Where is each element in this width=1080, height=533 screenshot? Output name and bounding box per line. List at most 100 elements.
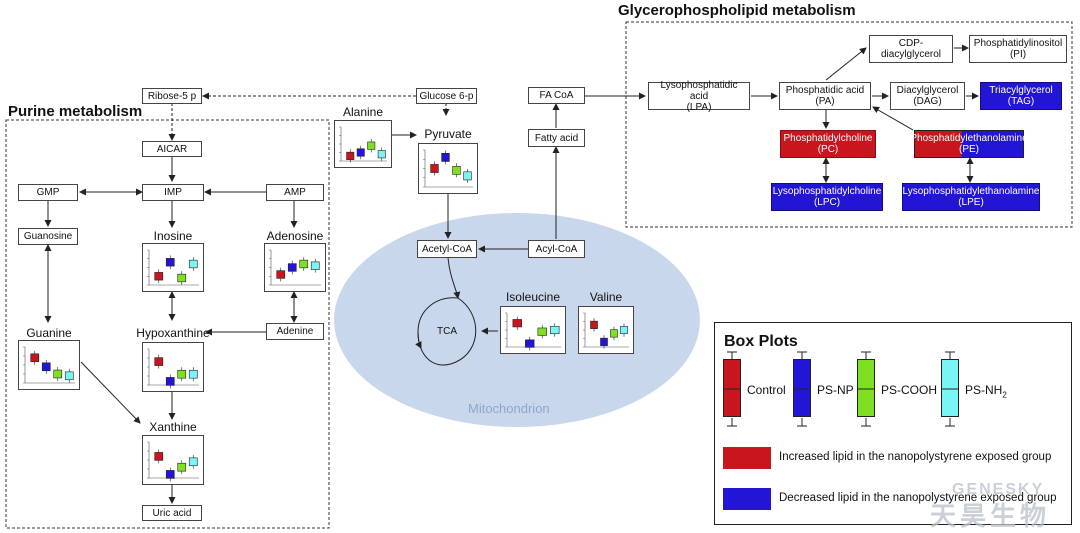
- legend-box-whiskers: [941, 351, 959, 427]
- boxplot-box: [177, 369, 187, 379]
- legend-label-ps-nh2: PS-NH2: [965, 383, 1007, 399]
- boxplot-box: [590, 320, 598, 329]
- legend-swatch-decreased: [723, 488, 771, 510]
- boxplot-box: [512, 319, 522, 328]
- boxplot-guanine: [18, 340, 80, 390]
- node-fatty-acid: Fatty acid: [528, 129, 585, 147]
- boxplot-box: [463, 171, 472, 181]
- boxplot-pyruvate: [418, 143, 478, 194]
- boxplot-box: [600, 337, 608, 346]
- label-adenosine: Adenosine: [266, 229, 324, 243]
- boxplot-svg: [505, 312, 561, 351]
- boxplot-box: [310, 261, 320, 270]
- boxplot-box: [610, 329, 618, 338]
- boxplot-box: [430, 164, 439, 173]
- node-tag: Triacylglycerol (TAG): [980, 82, 1062, 110]
- watermark-logo: GENESKY: [952, 481, 1045, 498]
- glycerophospholipid-region: [625, 21, 1073, 228]
- node-lpc: Lysophosphatidylcholine (LPC): [771, 183, 883, 211]
- boxplot-svg: [23, 346, 75, 384]
- boxplot-box: [41, 362, 51, 372]
- boxplot-svg: [423, 149, 473, 188]
- node-cdp-dag: CDP- diacylglycerol: [869, 35, 953, 63]
- legend-label-ps-np: PS-NP: [817, 383, 854, 397]
- boxplot-svg: [339, 126, 387, 163]
- label-xanthine: Xanthine: [149, 420, 197, 434]
- label-hypoxanthine: Hypoxanthine: [136, 326, 210, 340]
- legend-box-ps-np: [793, 351, 811, 427]
- purine-region: [5, 119, 330, 529]
- legend-panel: Box Plots Control PS-NP PS-COOH PS-NH2 I…: [714, 322, 1072, 525]
- boxplot-box: [188, 457, 198, 467]
- boxplot-box: [165, 470, 175, 479]
- legend-box-whiskers: [793, 351, 811, 427]
- boxplot-isoleucine: [500, 306, 566, 354]
- boxplot-svg: [269, 249, 321, 286]
- legend-box-control: [723, 351, 741, 427]
- boxplot-box: [537, 327, 547, 336]
- boxplot-box: [64, 371, 74, 381]
- boxplot-svg: [147, 441, 199, 482]
- boxplot-box: [177, 273, 187, 283]
- label-pyruvate: Pyruvate: [424, 127, 472, 141]
- node-uric-acid: Uric acid: [142, 505, 202, 521]
- legend-box-ps-nh2: [941, 351, 959, 427]
- node-aicar: AICAR: [142, 141, 202, 157]
- legend-title: Box Plots: [724, 333, 798, 350]
- legend-box-ps-cooh: [857, 351, 875, 427]
- boxplot-box: [367, 141, 376, 150]
- label-isoleucine: Isoleucine: [505, 290, 561, 304]
- node-glucose6p: Glucose 6-p: [416, 88, 477, 104]
- legend-label-ps-nh2-text: PS-NH: [965, 383, 1003, 397]
- legend-label-decreased: Decreased lipid in the nanopolystyrene e…: [779, 492, 1057, 504]
- boxplot-adenosine: [264, 243, 326, 292]
- glycerophospholipid-title: Glycerophospholipid metabolism: [618, 2, 856, 19]
- node-amp: AMP: [266, 184, 324, 201]
- boxplot-svg: [147, 348, 199, 389]
- node-pc: Phosphatidylcholine (PC): [780, 130, 876, 158]
- boxplot-box: [441, 153, 450, 162]
- boxplot-box: [154, 272, 164, 281]
- node-pe: Phosphatidylethanolamine (PE): [910, 130, 1028, 158]
- node-fa-coa: FA CoA: [528, 87, 585, 104]
- node-imp: IMP: [142, 184, 204, 201]
- label-guanine: Guanine: [26, 326, 72, 340]
- label-alanine: Alanine: [342, 105, 384, 119]
- boxplot-box: [299, 259, 309, 269]
- node-ribose5p: Ribose-5 p: [142, 88, 202, 104]
- boxplot-box: [276, 270, 286, 279]
- legend-swatch-increased: [723, 447, 771, 469]
- boxplot-inosine: [142, 243, 204, 292]
- legend-label-ps-nh2-sub: 2: [1002, 390, 1007, 400]
- boxplot-box: [188, 369, 198, 379]
- legend-label-increased: Increased lipid in the nanopolystyrene e…: [779, 451, 1052, 463]
- boxplot-alanine: [334, 120, 392, 168]
- boxplot-box: [188, 259, 198, 269]
- boxplot-valine: [578, 306, 634, 354]
- watermark-logo-cn: 天昊生物: [930, 501, 1051, 531]
- node-pi: Phosphatidylinositol (PI): [969, 35, 1067, 63]
- boxplot-box: [356, 148, 365, 157]
- node-dag: Diacylglycerol (DAG): [890, 82, 965, 110]
- boxplot-hypoxanthine: [142, 342, 204, 392]
- boxplot-box: [53, 369, 63, 379]
- tca-label: TCA: [437, 326, 457, 337]
- node-lpa: Lysophosphatidic acid (LPA): [648, 80, 750, 113]
- boxplot-box: [620, 325, 628, 335]
- node-lpe: Lysophosphatidylethanolamine (LPE): [902, 183, 1040, 211]
- boxplot-box: [30, 353, 40, 363]
- label-inosine: Inosine: [153, 229, 193, 243]
- node-guanosine: Guanosine: [18, 228, 78, 245]
- legend-box-whiskers: [857, 351, 875, 427]
- legend-label-control: Control: [747, 383, 786, 397]
- boxplot-box: [165, 258, 175, 267]
- node-acetyl-coa: Acetyl-CoA: [417, 240, 477, 258]
- node-gmp: GMP: [18, 184, 78, 201]
- boxplot-svg: [147, 249, 199, 286]
- boxplot-svg: [583, 312, 629, 349]
- node-acyl-coa: Acyl-CoA: [528, 240, 585, 258]
- boxplot-box: [346, 151, 355, 160]
- purine-title: Purine metabolism: [8, 103, 143, 120]
- boxplot-box: [377, 150, 386, 159]
- boxplot-box: [525, 339, 535, 348]
